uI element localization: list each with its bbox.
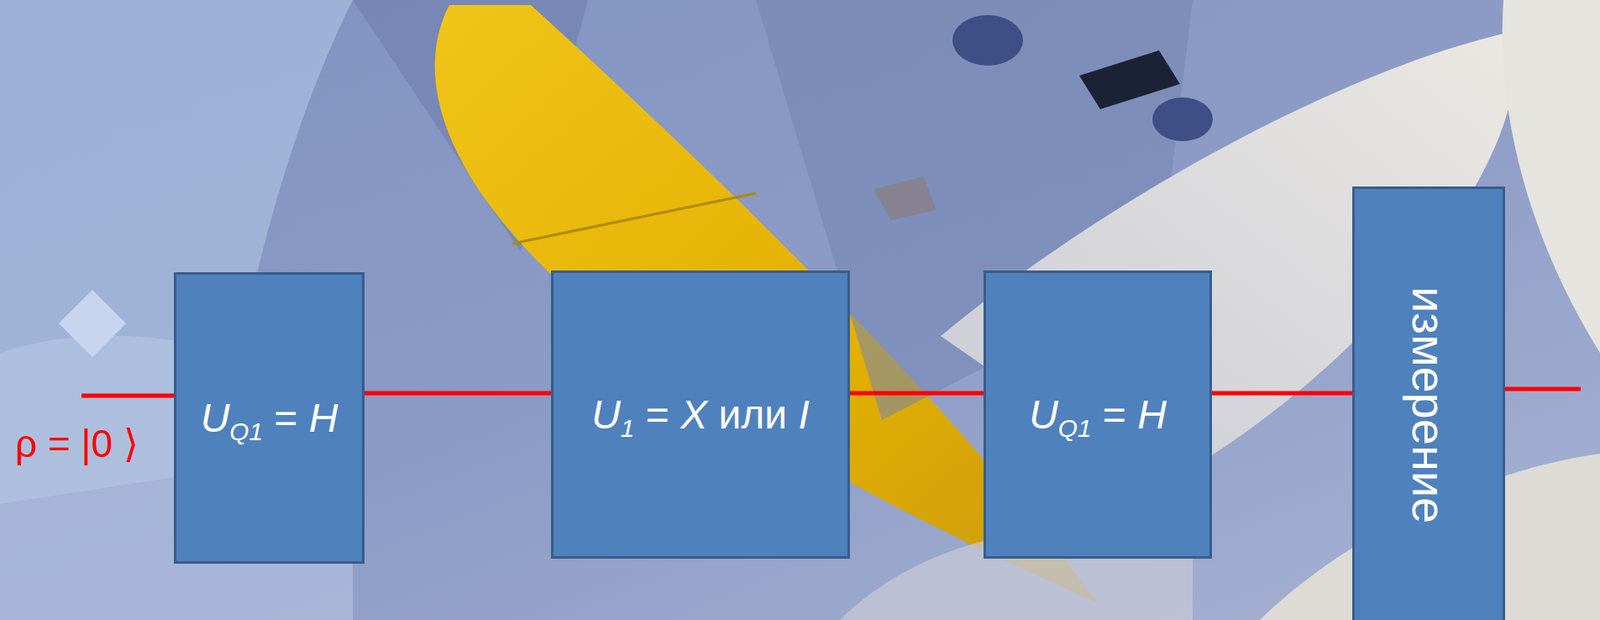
gate-box: UQ1 = H	[983, 270, 1212, 559]
ceiling-spot	[1152, 97, 1213, 142]
ceiling-panel	[1079, 50, 1181, 110]
petal-crease	[512, 193, 756, 244]
qubit-wire	[849, 391, 984, 396]
gate-label: U1 = X или I	[591, 391, 810, 438]
gate-box: UQ1 = H	[173, 272, 365, 564]
input-wire	[81, 393, 174, 399]
gate-label: UQ1 = H	[1028, 391, 1167, 438]
gate-box: U1 = X или I	[550, 270, 850, 559]
ceiling-panel	[873, 176, 937, 221]
measurement-label: измерение	[1405, 286, 1453, 524]
light-diamond	[58, 289, 126, 357]
qubit-wire	[1211, 391, 1353, 396]
white-petal	[1502, 0, 1600, 353]
state-label: ρ = |0 ⟩	[15, 422, 139, 466]
gate-label: UQ1 = H	[200, 394, 339, 441]
measurement-box: измерение	[1352, 186, 1506, 620]
qubit-wire	[364, 391, 551, 396]
output-wire	[1505, 387, 1581, 392]
ceiling-spot	[952, 15, 1023, 66]
